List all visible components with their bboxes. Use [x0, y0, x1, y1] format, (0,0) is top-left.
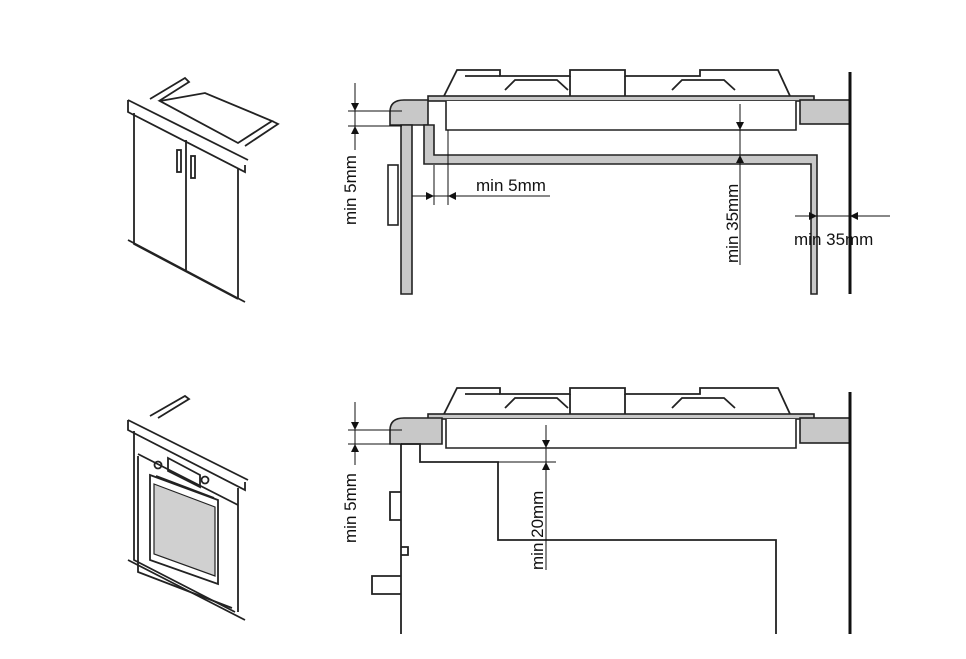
top-dimension-wall-gap	[795, 212, 890, 220]
cabinet-isometric-icon	[127, 76, 280, 303]
label-side-gap: min 5mm	[476, 176, 546, 195]
bottom-dimension-vertical-gap	[498, 425, 556, 570]
label-top-gap: min 5mm	[341, 155, 360, 225]
top-dimension-top-gap	[348, 83, 402, 150]
hob-section-bottom	[371, 387, 852, 634]
label-wall-gap: min 35mm	[794, 230, 873, 249]
hob-section-top	[387, 69, 852, 295]
top-dimension-vertical-gap	[736, 104, 744, 265]
oven-cabinet-isometric-icon	[127, 394, 249, 621]
top-dimension-side-gap	[412, 130, 550, 205]
label-bottom-vertical-gap: min 20mm	[528, 491, 547, 570]
label-vertical-gap: min 35mm	[723, 184, 742, 263]
bottom-dimension-top-gap	[348, 402, 402, 465]
label-bottom-top-gap: min 5mm	[341, 473, 360, 543]
